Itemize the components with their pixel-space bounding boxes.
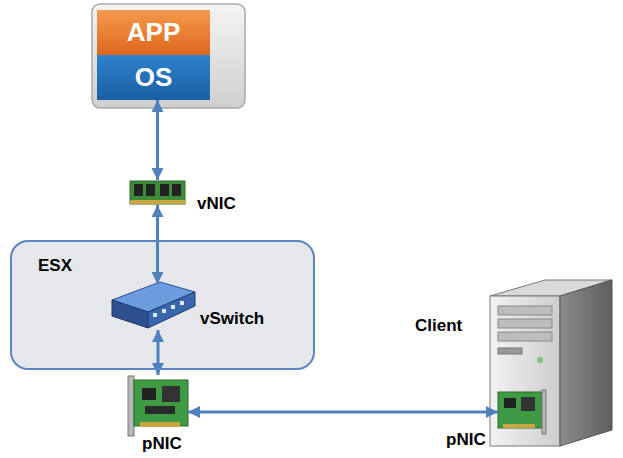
esx-host: vSwitch ESX	[10, 240, 315, 370]
vnic-chip	[130, 181, 185, 204]
part-label: pNIC	[142, 434, 182, 454]
vnic: vNIC	[130, 180, 185, 205]
part-label: Client	[415, 316, 462, 336]
link-arrow	[156, 100, 159, 180]
vm-frame	[92, 4, 245, 108]
box-label: APP	[127, 18, 180, 47]
esx-fill	[11, 241, 314, 369]
link-arrow	[188, 411, 498, 414]
os-box: OS	[97, 55, 210, 100]
app-box: APP	[97, 10, 210, 55]
pnic-card	[128, 376, 188, 436]
pnic: pNIC	[498, 392, 542, 432]
link-arrow	[156, 205, 159, 284]
box-label: OS	[135, 63, 173, 92]
server-tower	[490, 280, 612, 446]
pnic: pNIC	[128, 375, 188, 432]
vswitch-icon	[112, 282, 195, 328]
vswitch: vSwitch	[114, 284, 197, 330]
part-label: vSwitch	[200, 309, 264, 329]
part-label: vNIC	[197, 194, 236, 214]
pnic-card	[498, 390, 546, 434]
part-label: pNIC	[446, 430, 486, 450]
part-label: ESX	[38, 256, 72, 276]
client-server: pNICClient	[490, 278, 612, 448]
